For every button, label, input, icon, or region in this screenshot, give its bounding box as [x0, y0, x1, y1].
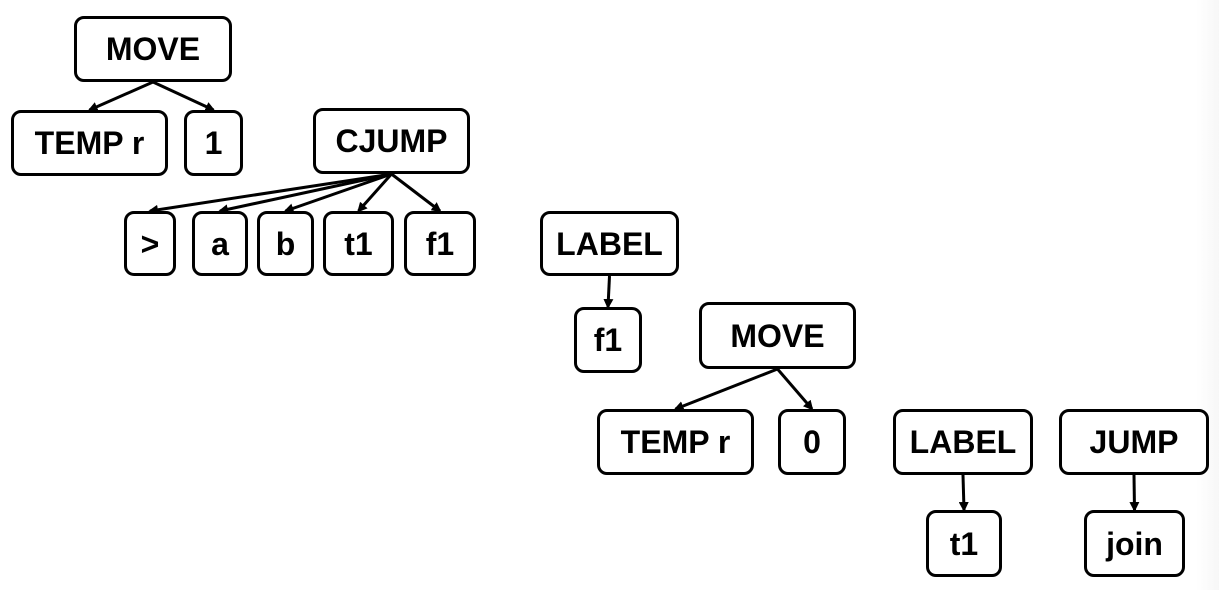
f1-node: f1: [404, 211, 476, 276]
join-node: join: [1084, 510, 1185, 577]
f1-node: f1: [574, 307, 642, 373]
label-node: LABEL: [540, 211, 679, 276]
move-node: MOVE: [699, 302, 856, 369]
temp-r-node: TEMP r: [11, 110, 168, 176]
t1-node: t1: [926, 510, 1002, 577]
temp-r-node: TEMP r: [597, 409, 754, 475]
edge-arrow-cjump-gt: [148, 172, 392, 215]
greater-than-node: >: [124, 211, 176, 276]
const-1-node: 1: [184, 110, 243, 176]
edge-arrow-move2-temp_r2: [673, 367, 779, 411]
edge-arrow-cjump-t1_a: [357, 173, 393, 213]
edge-arrow-label2-t1_b: [958, 474, 969, 512]
edge-arrow-label1-f1_b: [603, 275, 614, 309]
a-node: a: [192, 211, 248, 276]
edge-arrow-cjump-f1_a: [390, 172, 442, 213]
edge-arrow-move1-const_1: [152, 80, 216, 112]
jump-node: JUMP: [1059, 409, 1209, 475]
label-node: LABEL: [893, 409, 1033, 475]
edge-arrow-cjump-b: [283, 172, 392, 214]
t1-node: t1: [323, 211, 394, 276]
edge-arrow-cjump-a: [218, 172, 392, 215]
const-0-node: 0: [778, 409, 846, 475]
move-node: MOVE: [74, 16, 232, 82]
edge-arrow-move2-const_0: [776, 368, 814, 411]
edge-arrow-jump-join: [1129, 474, 1140, 512]
cjump-node: CJUMP: [313, 108, 470, 174]
edge-arrow-move1-temp_r1: [87, 80, 154, 112]
b-node: b: [257, 211, 314, 276]
